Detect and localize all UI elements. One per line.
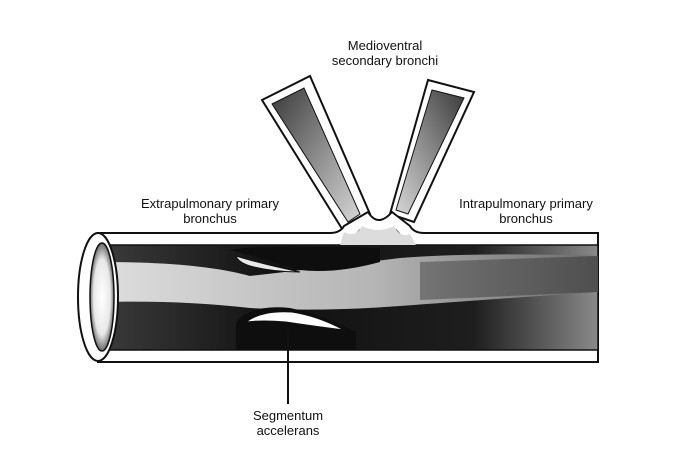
label-medioventral: Medioventral secondary bronchi <box>300 38 470 68</box>
label-intrapulmonary: Intrapulmonary primary bronchus <box>436 196 616 226</box>
label-medioventral-line2: secondary bronchi <box>331 53 439 68</box>
label-medioventral-line1: Medioventral <box>347 38 423 53</box>
label-extrapulmonary: Extrapulmonary primary bronchus <box>120 196 300 226</box>
label-segmentum-line1: Segmentum <box>252 408 324 423</box>
left-secondary-bronchus <box>260 74 372 234</box>
label-extrapulmonary-line1: Extrapulmonary primary <box>141 196 279 211</box>
primary-bronchus-tube <box>77 210 599 363</box>
label-intrapulmonary-line2: bronchus <box>499 211 553 226</box>
right-secondary-bronchus <box>388 78 476 224</box>
label-segmentum-line2: accelerans <box>256 423 320 438</box>
label-segmentum: Segmentum accelerans <box>218 408 358 438</box>
label-extrapulmonary-line2: bronchus <box>183 211 237 226</box>
label-intrapulmonary-line1: Intrapulmonary primary <box>459 196 593 211</box>
